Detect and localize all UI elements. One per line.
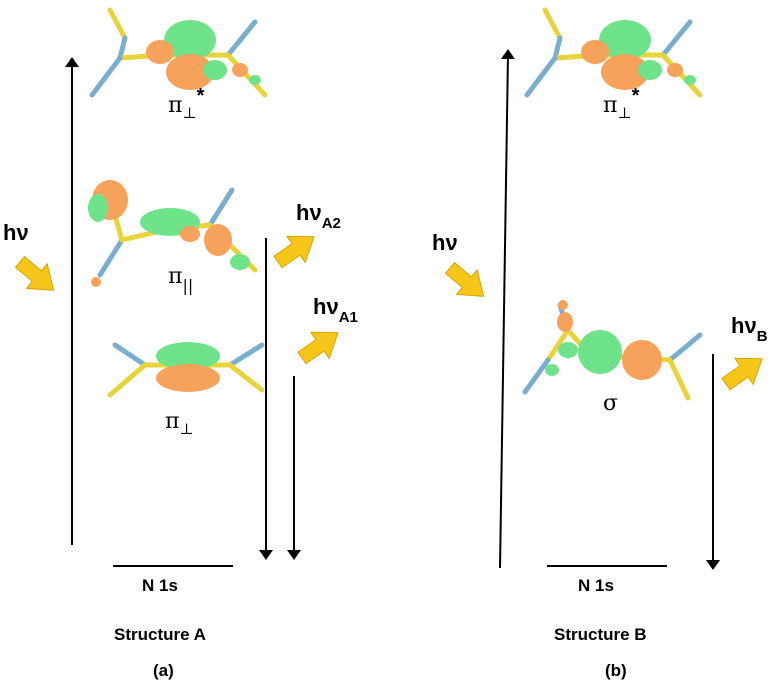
label-emission-a1: hνA1 bbox=[313, 294, 358, 326]
caption-structure-a: Structure A bbox=[114, 625, 206, 644]
panel-b: π⊥* σ hν hνB N 1s Structure B (b) bbox=[432, 7, 772, 680]
caption-structure-b: Structure B bbox=[554, 625, 647, 644]
orbital-pi-perp-a bbox=[107, 342, 265, 398]
label-pi-parallel-a: π|| bbox=[168, 264, 193, 295]
panel-a: π⊥* π|| π⊥ hν hνA2 hνA1 N 1s Structure A… bbox=[3, 7, 358, 680]
label-emission-b: hνB bbox=[731, 313, 768, 345]
label-emission-a2: hνA2 bbox=[296, 200, 341, 232]
label-n1s-b: N 1s bbox=[578, 576, 614, 595]
orbital-pi-perp-star-a bbox=[89, 7, 268, 98]
label-pi-perp-star-a: π⊥* bbox=[168, 85, 205, 122]
orbital-pi-parallel-a bbox=[88, 180, 258, 287]
label-pi-perp-a: π⊥ bbox=[165, 409, 194, 438]
incoming-photon-arrow-b bbox=[439, 255, 495, 310]
absorption-arrow-b bbox=[499, 49, 515, 569]
label-sigma-b: σ bbox=[603, 391, 618, 416]
outgoing-photon-arrow-a1 bbox=[292, 319, 348, 372]
label-n1s-a: N 1s bbox=[142, 576, 178, 595]
label-excitation-a: hν bbox=[3, 220, 29, 245]
label-excitation-b: hν bbox=[432, 230, 458, 255]
incoming-photon-arrow-a bbox=[9, 249, 65, 304]
label-pi-perp-star-b: π⊥* bbox=[603, 85, 640, 122]
orbital-pi-perp-star-b bbox=[524, 7, 703, 98]
caption-tag-b: (b) bbox=[605, 661, 627, 680]
orbital-sigma-b bbox=[522, 300, 703, 401]
caption-tag-a: (a) bbox=[153, 661, 174, 680]
outgoing-photon-arrow-a2 bbox=[268, 223, 324, 276]
outgoing-photon-arrow-b bbox=[716, 345, 772, 398]
